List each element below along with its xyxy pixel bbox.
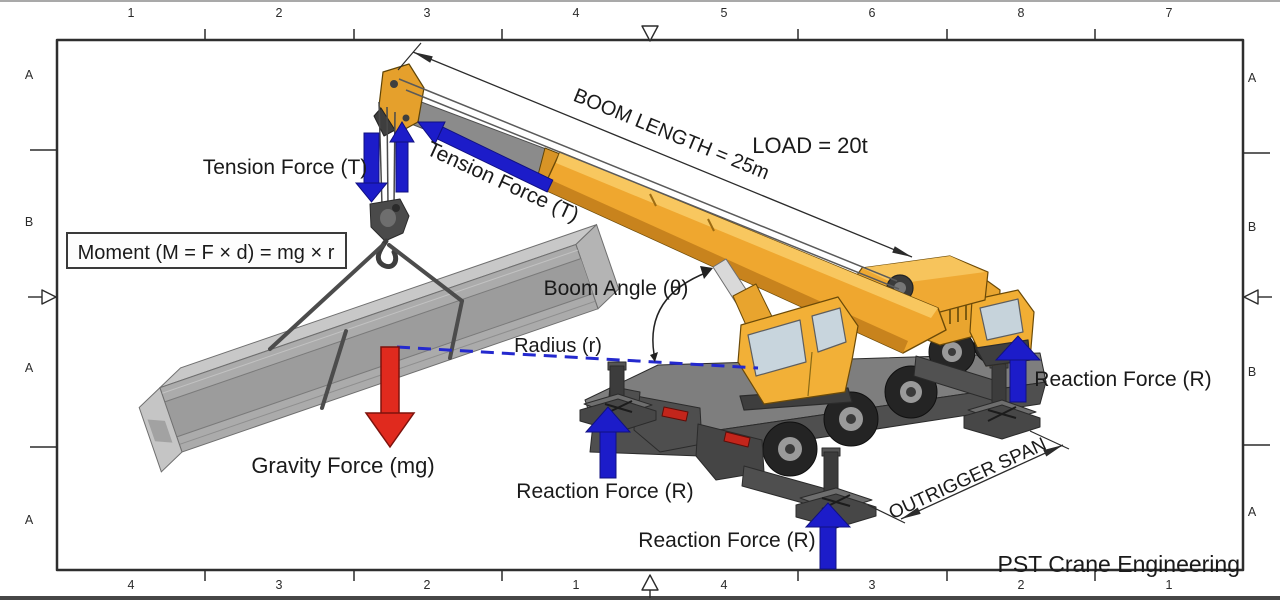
grid-ticks bbox=[30, 29, 1270, 581]
marker-light bbox=[723, 431, 751, 448]
marker-light bbox=[661, 406, 689, 422]
reaction-left-label: Reaction Force (R) bbox=[516, 480, 693, 503]
moment-box bbox=[66, 232, 347, 269]
right-center-mark bbox=[1243, 289, 1259, 305]
outrigger-span-dimension bbox=[867, 430, 1070, 524]
slings bbox=[268, 243, 464, 410]
tension-down-arrow bbox=[354, 132, 389, 203]
reaction-arrow-left bbox=[584, 406, 632, 479]
grid-label: 2 bbox=[1018, 578, 1025, 592]
bottom-center-mark bbox=[641, 574, 659, 591]
grid-label: 3 bbox=[424, 6, 431, 20]
radius-label: Radius (r) bbox=[514, 335, 602, 357]
reaction-right-label: Reaction Force (R) bbox=[1034, 368, 1211, 391]
grid-label: 3 bbox=[869, 578, 876, 592]
grid-label: 8 bbox=[1018, 6, 1025, 20]
top-center-mark bbox=[641, 25, 659, 42]
grid-label: 4 bbox=[721, 578, 728, 592]
hoist-ropes bbox=[398, 78, 900, 290]
reaction-arrow-bottom bbox=[804, 502, 852, 570]
boom-angle-arc bbox=[650, 266, 713, 362]
operator-cab bbox=[737, 296, 859, 411]
grid-label: 3 bbox=[276, 578, 283, 592]
boom-angle-label: Boom Angle (θ) bbox=[544, 277, 689, 300]
dimension-lines bbox=[396, 42, 1070, 524]
grid-label: 6 bbox=[869, 6, 876, 20]
grid-labels: 1 2 3 4 5 6 8 7 4 3 2 1 4 3 2 1 A B A A … bbox=[25, 6, 1257, 592]
grid-label: 1 bbox=[1166, 578, 1173, 592]
grid-label: 5 bbox=[721, 6, 728, 20]
near-wheels bbox=[762, 365, 938, 477]
tension-up-arrow bbox=[389, 121, 415, 193]
cab-windshield bbox=[747, 319, 807, 377]
radius-dashed-line bbox=[396, 345, 759, 370]
gravity-arrow bbox=[364, 346, 416, 449]
grid-label: A bbox=[1248, 71, 1257, 85]
grid-label: 1 bbox=[128, 6, 135, 20]
outrigger-right bbox=[913, 355, 1041, 440]
sheet-bottom-edge bbox=[0, 596, 1280, 600]
beam-web bbox=[164, 258, 593, 437]
outrigger-pad-base bbox=[963, 404, 1041, 440]
grid-label: B bbox=[1248, 220, 1256, 234]
grid-label: 7 bbox=[1166, 6, 1173, 20]
grid-label: 4 bbox=[573, 6, 580, 20]
reaction-bottom-label: Reaction Force (R) bbox=[638, 529, 815, 552]
grid-label: 2 bbox=[276, 6, 283, 20]
grid-label: A bbox=[1248, 505, 1257, 519]
centering-marks bbox=[28, 25, 1272, 598]
left-center-mark bbox=[41, 289, 57, 305]
moment-label: Moment (M = F × d) = mg × r bbox=[78, 242, 335, 264]
gravity-label: Gravity Force (mg) bbox=[251, 453, 434, 478]
force-arrows bbox=[354, 121, 1042, 570]
beam-left-web-recess bbox=[147, 419, 173, 443]
tension-boom-arrow bbox=[416, 121, 554, 193]
grid-label: 2 bbox=[424, 578, 431, 592]
tension-left-label: Tension Force (T) bbox=[203, 156, 368, 179]
outrigger-span-label: OUTRIGGER SPAN bbox=[886, 434, 1050, 524]
grid-label: A bbox=[25, 68, 34, 82]
grid-label: A bbox=[25, 361, 34, 375]
reaction-arrow-right bbox=[994, 335, 1042, 403]
grid-label: B bbox=[25, 215, 33, 229]
load-label: LOAD = 20t bbox=[752, 133, 868, 158]
windshield bbox=[979, 298, 1024, 341]
grid-label: 4 bbox=[128, 578, 135, 592]
cab-side-window bbox=[811, 307, 847, 353]
grid-label: B bbox=[1248, 365, 1256, 379]
grid-label: 1 bbox=[573, 578, 580, 592]
grid-label: A bbox=[25, 513, 34, 527]
crane-illustration bbox=[268, 63, 1047, 529]
brand-label: PST Crane Engineering bbox=[998, 551, 1241, 577]
sheet-top-edge bbox=[0, 0, 1280, 2]
boom-length-dimension bbox=[397, 42, 913, 258]
